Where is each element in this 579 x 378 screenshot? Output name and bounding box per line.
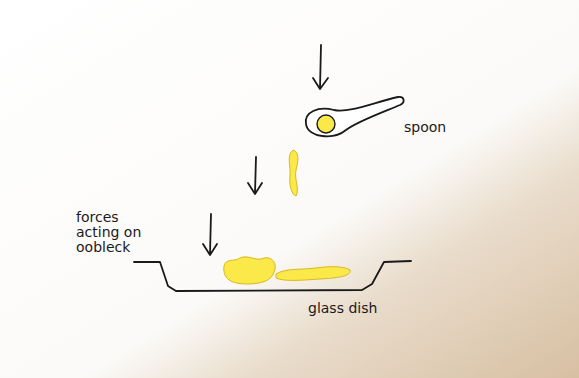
spoon-drawing xyxy=(306,97,404,136)
force-arrow xyxy=(203,214,217,255)
text-label: glass dish xyxy=(308,301,398,316)
force-arrow xyxy=(248,157,262,194)
force-arrow xyxy=(313,45,328,89)
oobleck-blob xyxy=(224,257,275,284)
glass-dish xyxy=(134,261,411,291)
text-label: forces acting on oobleck xyxy=(76,210,160,255)
oobleck-smear xyxy=(276,267,350,281)
text-label: spoon xyxy=(404,120,464,135)
oobleck-drip xyxy=(289,150,298,196)
